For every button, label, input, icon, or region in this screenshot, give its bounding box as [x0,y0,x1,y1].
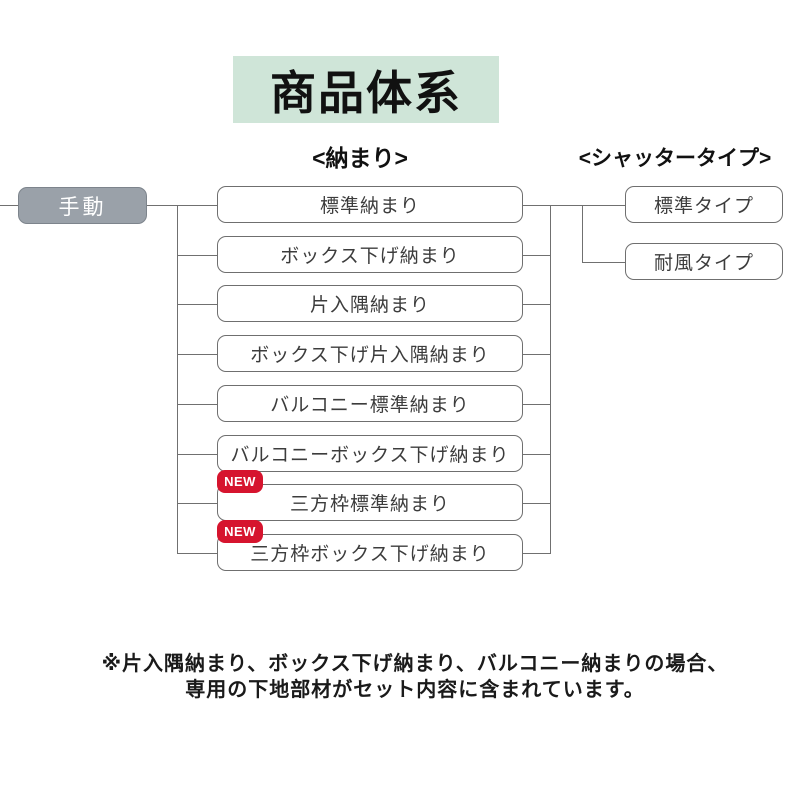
connector-line [177,205,178,554]
connector-line [582,205,583,262]
connector-line [177,404,217,405]
connector-line [177,553,217,554]
connector-line [177,454,217,455]
new-badge: NEW [217,470,263,493]
connector-line [177,304,217,305]
footer-note: ※片入隅納まり、ボックス下げ納まり、バルコニー納まりの場合、 専用の下地部材がセ… [30,651,800,703]
column-header-shutter-type: <シャッタータイプ> [578,147,772,170]
osamari-box-label: ボックス下げ片入隅納まり [250,345,490,366]
osamari-box-4: ボックス下げ片入隅納まり [217,335,523,372]
osamari-box-6: バルコニーボックス下げ納まり [217,435,523,472]
connector-line [582,262,625,263]
footer-note-line2: 専用の下地部材がセット内容に含まれています。 [185,679,645,701]
osamari-box-label: バルコニーボックス下げ納まり [230,445,510,466]
osamari-box-8: 三方枠ボックス下げ納まり [217,534,523,571]
connector-line [177,354,217,355]
osamari-box-label: バルコニー標準納まり [270,395,470,416]
osamari-box-label: 三方枠ボックス下げ納まり [250,544,490,565]
connector-line [177,255,217,256]
osamari-box-5: バルコニー標準納まり [217,385,523,422]
connector-line [177,503,217,504]
connector-line [550,205,551,554]
connector-line [523,205,625,206]
connector-line [147,205,217,206]
osamari-box-label: 標準納まり [319,196,420,217]
osamari-box-7: 三方枠標準納まり [217,484,523,521]
osamari-box-label: ボックス下げ納まり [280,246,460,267]
connector-line [523,304,550,305]
osamari-box-2: ボックス下げ納まり [217,236,523,273]
shutter-type-box-wind-resistant: 耐風タイプ [625,243,783,280]
connector-line [523,503,550,504]
connector-line [523,553,550,554]
root-node-manual: 手動 [18,187,147,224]
osamari-box-label: 片入隅納まり [309,295,430,316]
shutter-type-label: 標準タイプ [653,196,754,217]
connector-line [523,255,550,256]
connector-line [0,205,18,206]
column-header-osamari: <納まり> [312,145,408,171]
new-badge: NEW [217,520,263,543]
osamari-box-3: 片入隅納まり [217,285,523,322]
shutter-type-label: 耐風タイプ [653,253,754,274]
osamari-box-label: 三方枠標準納まり [289,494,450,515]
osamari-box-1: 標準納まり [217,186,523,223]
connector-line [523,404,550,405]
shutter-type-box-standard: 標準タイプ [625,186,783,223]
root-node-label: 手動 [58,195,107,219]
footer-note-line1: ※片入隅納まり、ボックス下げ納まり、バルコニー納まりの場合、 [101,653,729,675]
connector-line [523,354,550,355]
diagram-title: 商品体系 [270,66,462,119]
diagram-title-block: 商品体系 [233,56,499,123]
connector-line [523,454,550,455]
